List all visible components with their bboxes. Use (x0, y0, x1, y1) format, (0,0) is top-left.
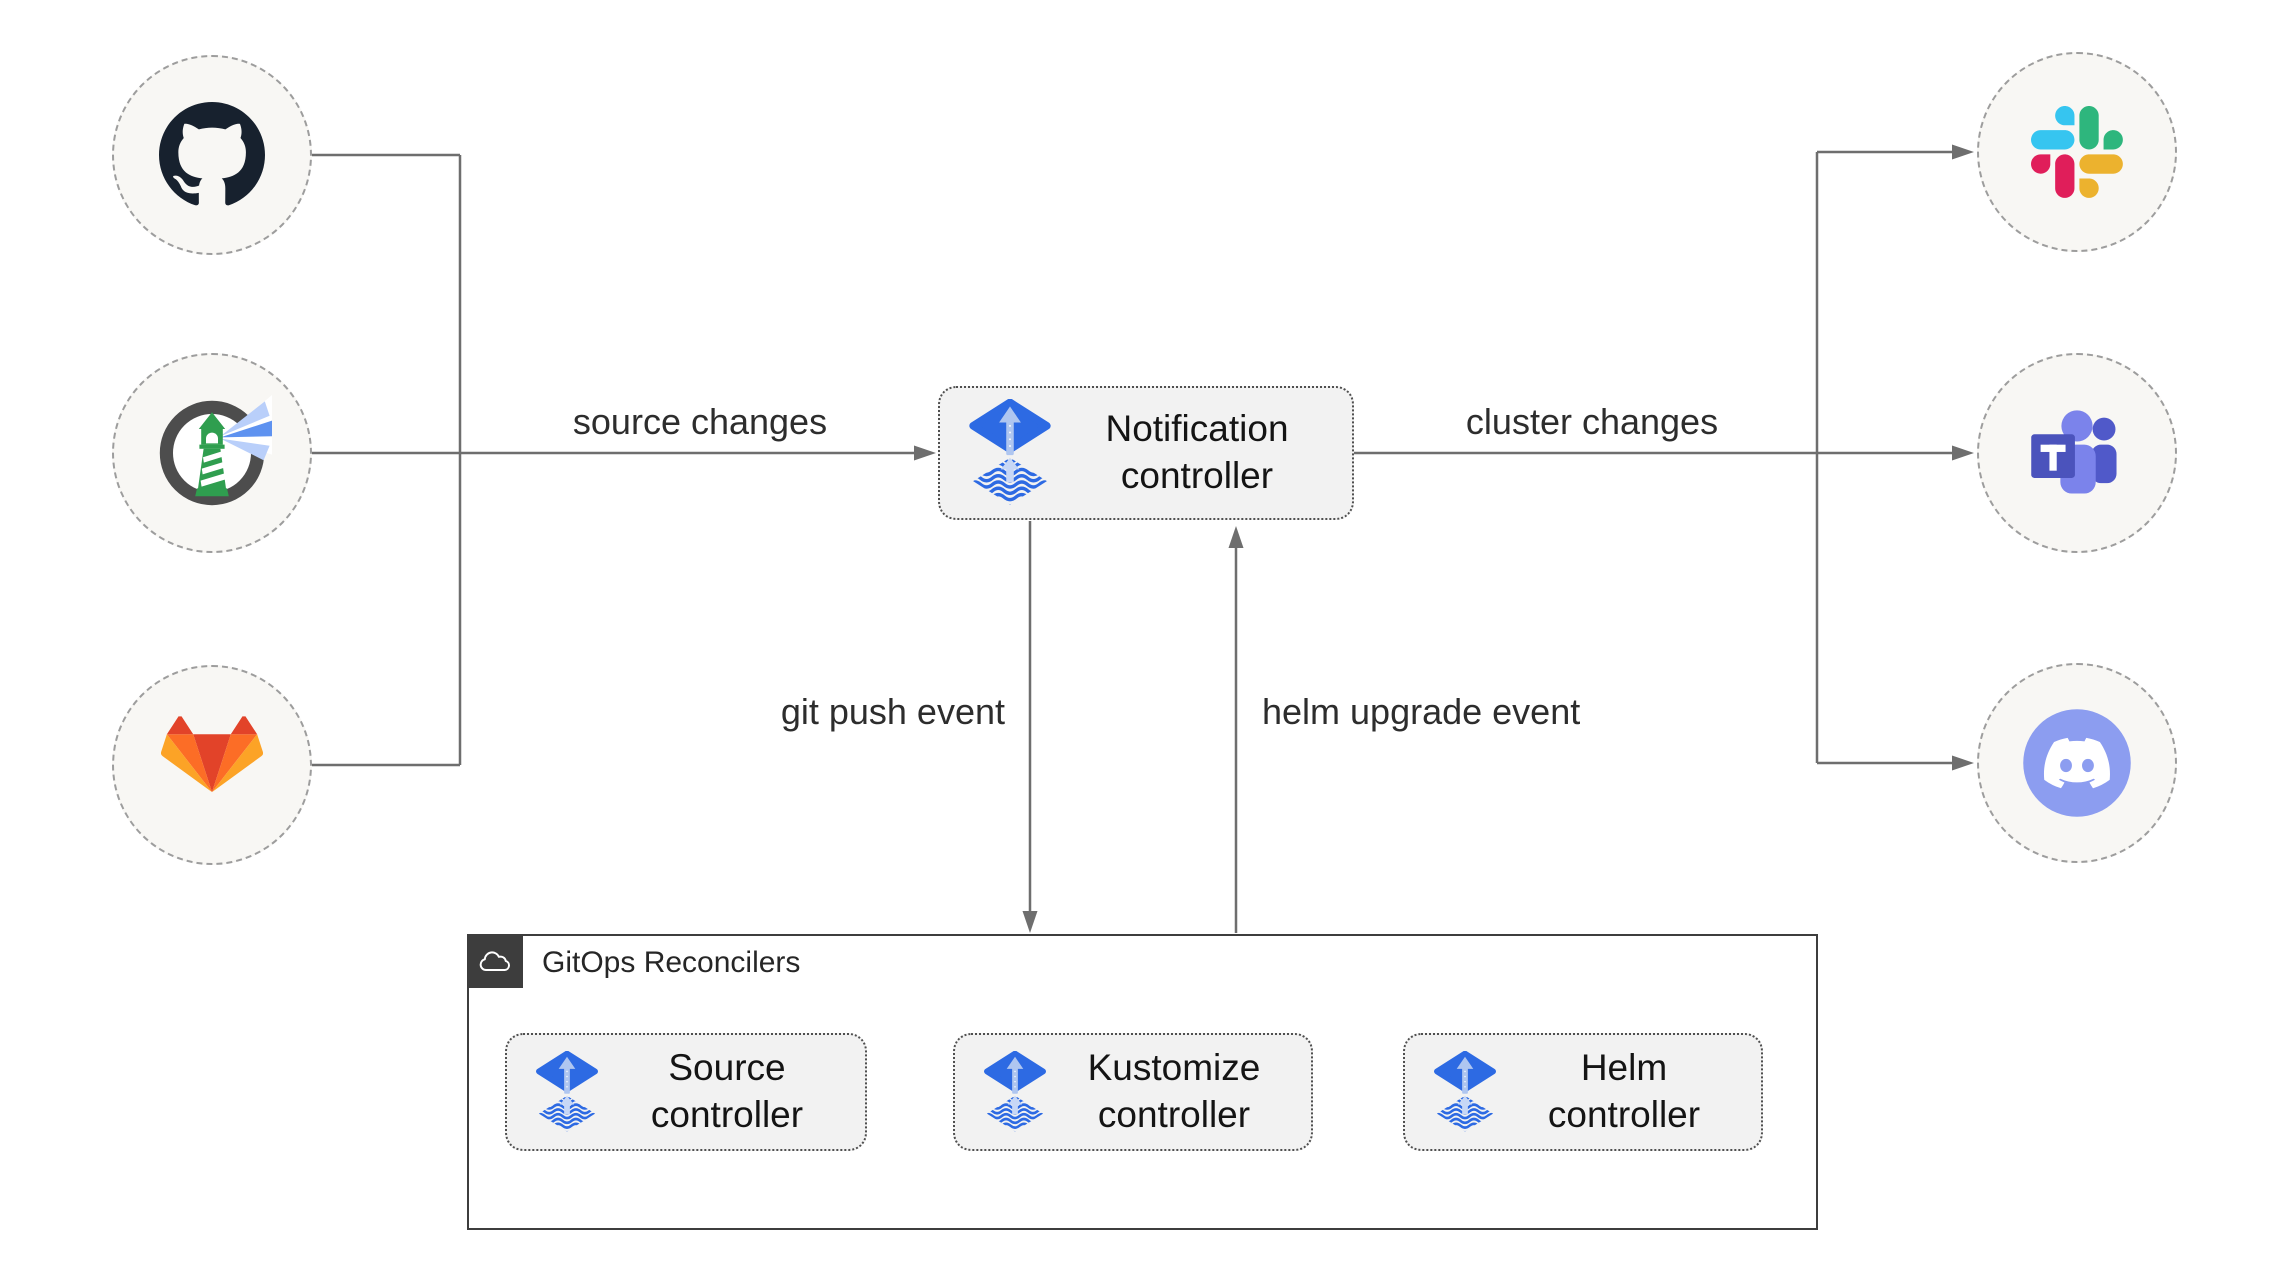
kustomize-controller-box: Kustomize controller (953, 1033, 1313, 1151)
gitops-reconcilers-badge (467, 934, 523, 988)
arrowhead-into-notification (914, 445, 936, 461)
slack-icon (2031, 106, 2123, 198)
node-slack (1977, 52, 2177, 252)
arrowhead-into-discord (1952, 755, 1974, 771)
flux-icon (1433, 1051, 1497, 1134)
node-teams (1977, 353, 2177, 553)
node-gitlab (112, 665, 312, 865)
gitlab-icon (161, 716, 263, 814)
helm-controller-label: Helm controller (1497, 1045, 1761, 1138)
source-label-line2: controller (650, 1094, 804, 1135)
node-discord (1977, 663, 2177, 863)
source-label-line1: Source (668, 1047, 786, 1089)
source-controller-box: Source controller (505, 1033, 867, 1151)
gitops-reconcilers-label: GitOps Reconcilers (542, 946, 801, 979)
edge-label-helm-upgrade-event: helm upgrade event (1262, 691, 1581, 732)
notification-label-line1: Notification (1105, 408, 1289, 450)
arrowhead-into-slack (1952, 144, 1974, 160)
teams-icon (2025, 401, 2129, 505)
github-icon (159, 102, 265, 208)
kustomize-label-line1: Kustomize (1087, 1047, 1261, 1089)
flux-icon (968, 399, 1052, 508)
notification-controller-label: Notification controller (1052, 406, 1352, 499)
harbor-icon (152, 393, 272, 513)
cloud-icon (476, 946, 514, 976)
arrowhead-git-push-down (1022, 911, 1038, 933)
flux-icon (983, 1051, 1047, 1134)
flux-icon (535, 1051, 599, 1134)
notification-controller-box: Notification controller (938, 386, 1354, 520)
notification-label-line2: controller (1120, 455, 1274, 496)
edge-label-source-changes: source changes (572, 401, 828, 442)
helm-label-line1: Helm (1580, 1047, 1668, 1089)
kustomize-label-line2: controller (1097, 1094, 1251, 1135)
arrowhead-into-teams (1952, 445, 1974, 461)
helm-label-line2: controller (1547, 1094, 1701, 1135)
helm-controller-box: Helm controller (1403, 1033, 1763, 1151)
kustomize-controller-label: Kustomize controller (1047, 1045, 1311, 1138)
source-controller-label: Source controller (599, 1045, 865, 1138)
edge-label-git-push-event: git push event (780, 691, 1005, 732)
discord-icon (2021, 707, 2133, 819)
edge-label-cluster-changes: cluster changes (1465, 401, 1719, 442)
node-github (112, 55, 312, 255)
node-harbor (112, 353, 312, 553)
arrowhead-helm-upgrade-up (1228, 526, 1244, 548)
